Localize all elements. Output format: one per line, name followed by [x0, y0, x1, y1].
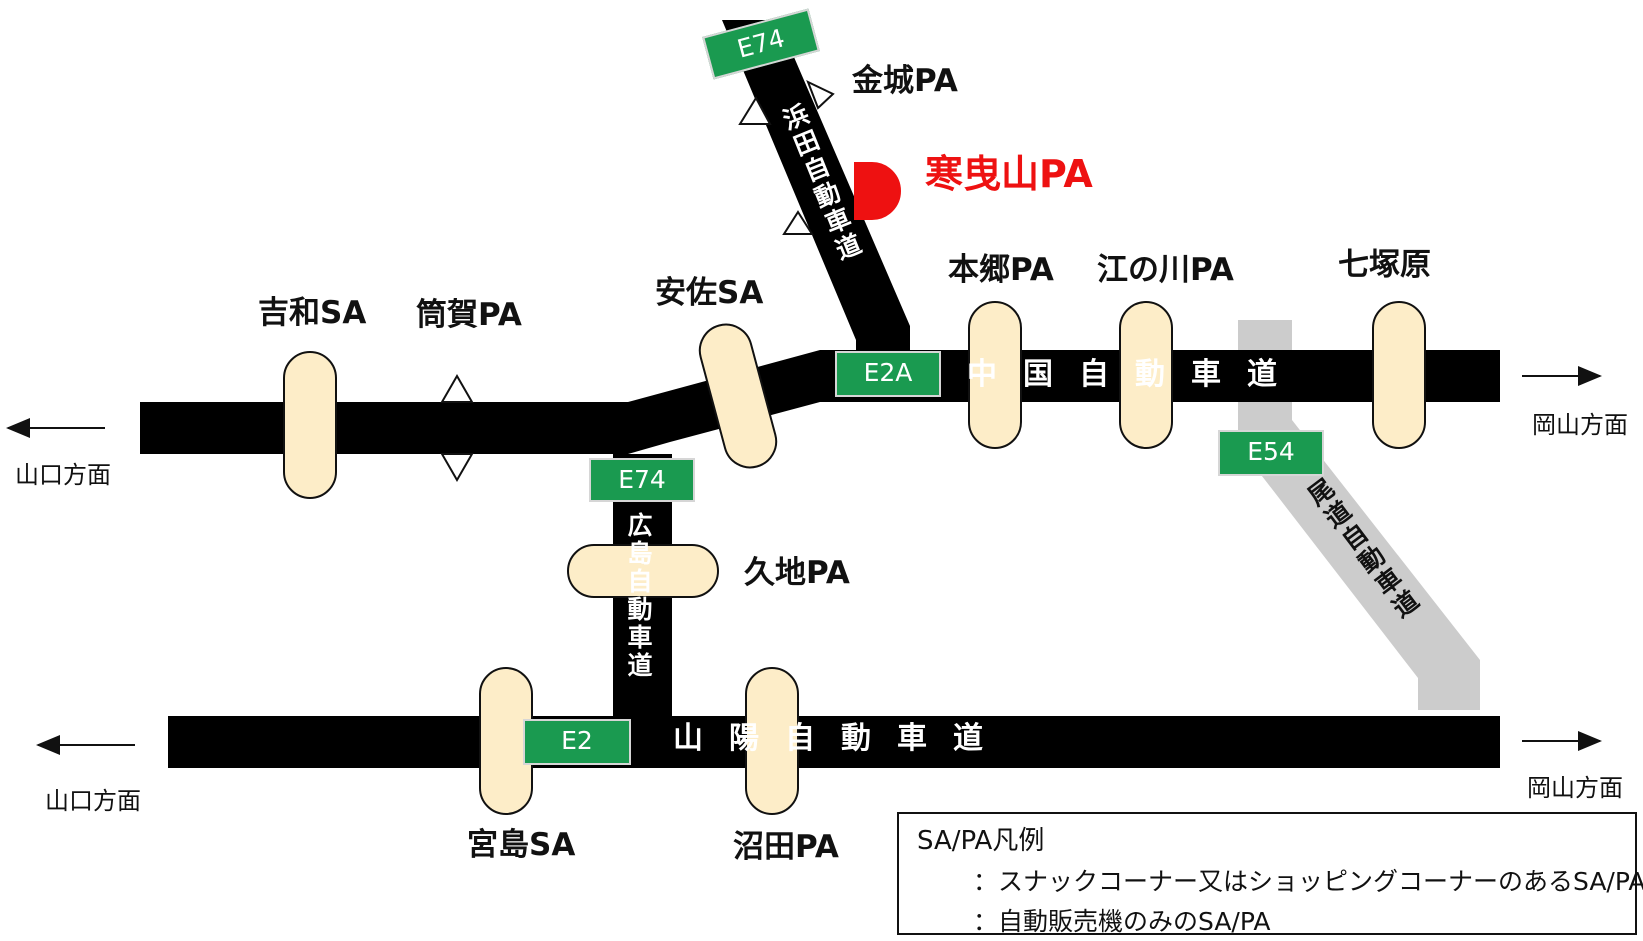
chugoku-road-name: 中国自動車道: [967, 357, 1303, 392]
label-yoshiwa-sa: 吉和SA: [258, 295, 367, 331]
label-miyajima-sa: 宮島SA: [467, 827, 576, 863]
sanyo-road-name: 山陽自動車道: [673, 721, 1009, 756]
legend-vending-text: ：自動販売機のみのSA/PA: [973, 907, 1271, 936]
vending-marker-kinjo-left: [738, 95, 772, 125]
legend-title: SA/PA凡例: [917, 826, 1045, 856]
legend-snack-text: ：スナックコーナー又はショッピングコーナーのあるSA/PA: [973, 867, 1643, 896]
label-kinjo-pa: 金城PA: [852, 63, 958, 99]
shield-e2: E2: [523, 719, 631, 765]
hamada-expressway: [722, 20, 910, 350]
shield-e74-mid: E74: [589, 458, 695, 502]
vending-marker-tsutsuga-top: [440, 373, 474, 403]
label-gonokawa-pa: 江の川PA: [1097, 252, 1234, 288]
facility-marker-kanso: [854, 162, 902, 220]
direction-okayama-upper: 岡山方面: [1532, 411, 1628, 439]
sanyo-expressway: [168, 716, 1500, 768]
facility-marker-hongo: [968, 301, 1022, 449]
hiroshima-road-name: 広島自動車道: [624, 512, 653, 680]
facility-marker-numata: [745, 667, 799, 815]
label-kuji-pa: 久地PA: [744, 555, 850, 591]
direction-yamaguchi-lower: 山口方面: [45, 787, 141, 815]
legend-box: SA/PA凡例 ：スナックコーナー又はショッピングコーナーのあるSA/PA ：自…: [897, 812, 1643, 936]
facility-marker-gonokawa: [1119, 301, 1173, 449]
label-kanso-pa: 寒曳山PA: [925, 152, 1093, 196]
direction-yamaguchi-upper: 山口方面: [15, 461, 111, 489]
facility-marker-shichizuka: [1372, 301, 1426, 449]
onomichi-expressway: [1238, 320, 1480, 710]
label-numata-pa: 沼田PA: [733, 829, 839, 865]
shield-e54: E54: [1218, 430, 1324, 476]
label-asa-sa: 安佐SA: [655, 275, 764, 311]
label-tsutsuga-pa: 筒賀PA: [416, 297, 522, 333]
shield-e2a: E2A: [835, 351, 941, 397]
facility-marker-yoshiwa: [283, 351, 337, 499]
facility-marker-asa: [698, 323, 778, 469]
vending-marker-tsutsuga-bottom: [440, 453, 474, 483]
label-shichizuka: 七塚原: [1338, 247, 1431, 283]
facility-marker-kuji: [567, 544, 719, 598]
vending-marker-lower-left: [782, 210, 814, 235]
label-hongo-pa: 本郷PA: [948, 252, 1054, 288]
vending-marker-kinjo-right: [806, 80, 835, 110]
direction-okayama-lower: 岡山方面: [1527, 774, 1623, 802]
